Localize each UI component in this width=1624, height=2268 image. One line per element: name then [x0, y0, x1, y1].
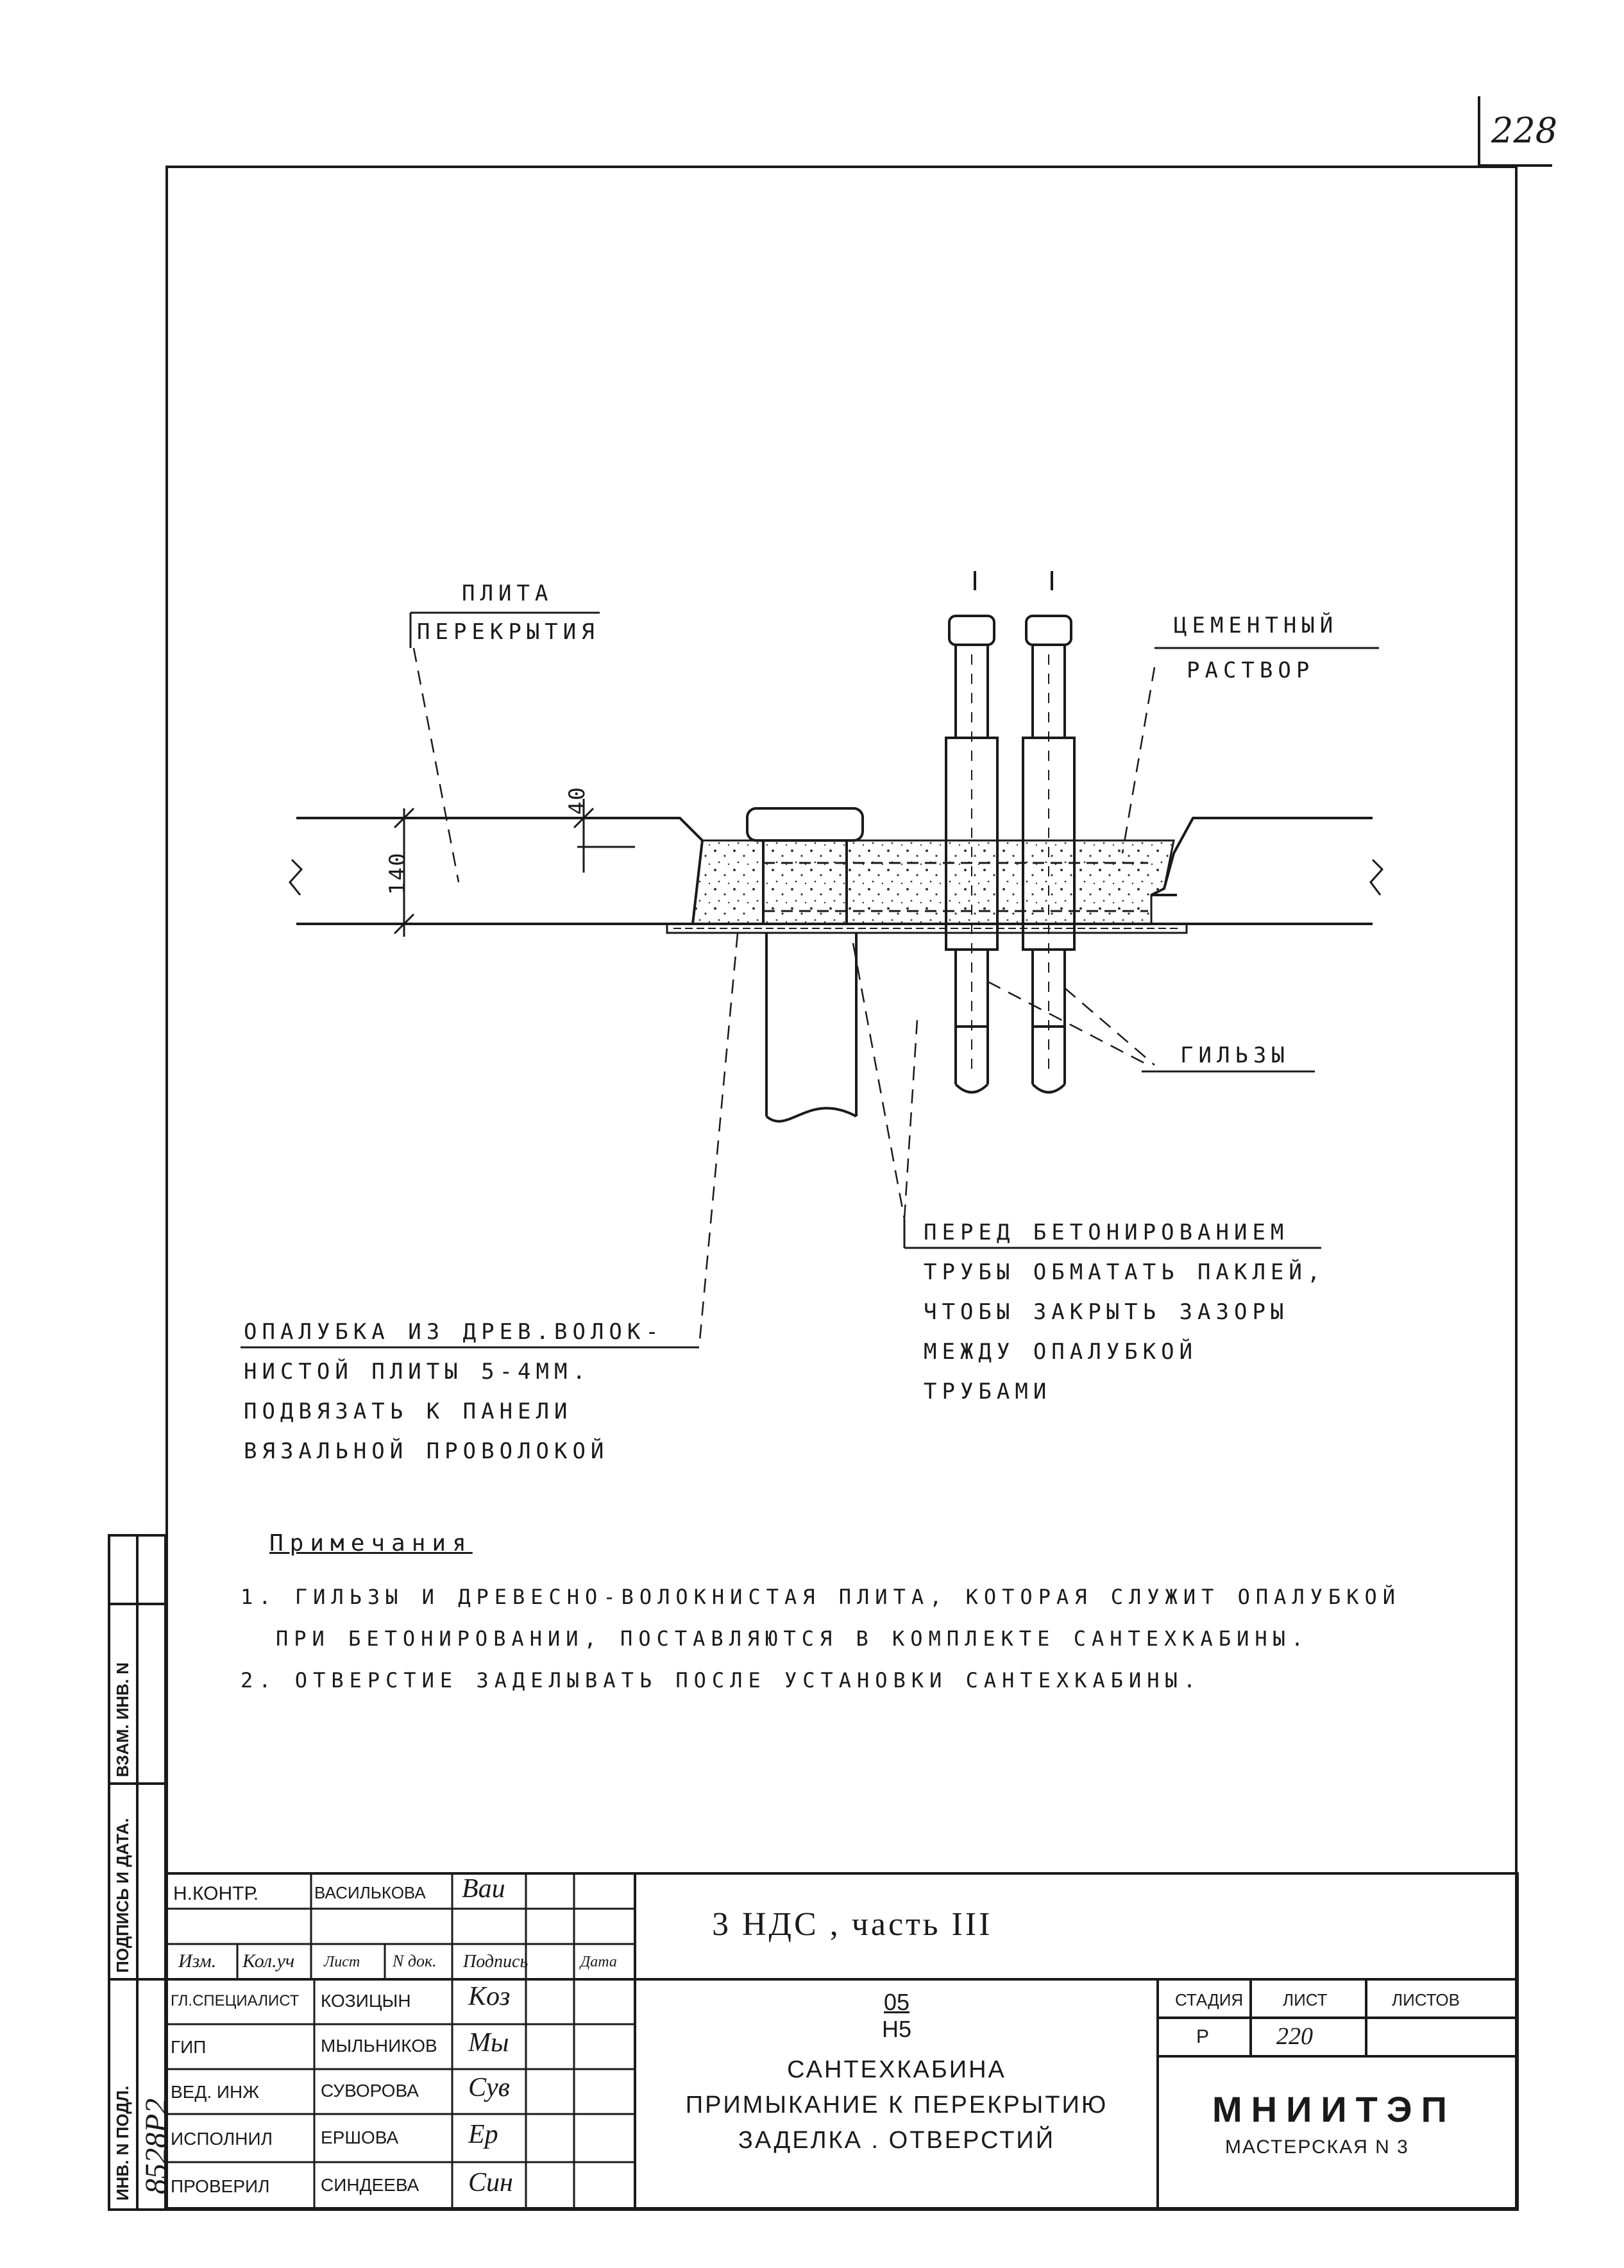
- break-marks: [289, 858, 1384, 896]
- callout-formwork: ОПАЛУБКА ИЗ ДРЕВ.ВОЛОК- НИСТОЙ ПЛИТЫ 5-4…: [244, 1312, 664, 1471]
- row-signature: Сув: [468, 2073, 510, 2102]
- callout-formwork-line: ВЯЗАЛЬНОЙ ПРОВОЛОКОЙ: [244, 1438, 609, 1464]
- row-name: МЫЛЬНИКОВ: [321, 2036, 437, 2056]
- sheet-value: 220: [1276, 2023, 1313, 2050]
- stage-value: Р: [1196, 2026, 1210, 2047]
- fraction-top: 05: [883, 1989, 910, 2015]
- callout-wrap-line: МЕЖДУ ОПАЛУБКОЙ: [924, 1339, 1198, 1365]
- row-role: ВЕД. ИНЖ: [171, 2082, 260, 2102]
- n-kontr-label: Н.КОНТР.: [173, 1883, 259, 1904]
- row-name: СУВОРОВА: [321, 2081, 419, 2101]
- callout-wrap-line: ЧТОБЫ ЗАКРЫТЬ ЗАЗОРЫ: [924, 1299, 1289, 1325]
- row-signature: Син: [468, 2168, 513, 2197]
- row-signature: Мы: [468, 2028, 509, 2058]
- row-role: ГИП: [171, 2037, 207, 2057]
- notes-heading: Примечания: [269, 1530, 473, 1556]
- fraction-bottom: Н5: [881, 2016, 912, 2042]
- row-role: ГЛ.СПЕЦИАЛИСТ: [171, 1992, 300, 2009]
- title-line: ПРИМЫКАНИЕ К ПЕРЕКРЫТИЮ: [685, 2092, 1108, 2119]
- row-name: КОЗИЦЫН: [321, 1991, 411, 2011]
- header-izm: Изм.: [178, 1950, 217, 1972]
- header-list: Лист: [324, 1954, 360, 1970]
- callout-wrap: ПЕРЕД БЕТОНИРОВАНИЕМ ТРУБЫ ОБМАТАТЬ ПАКЛ…: [924, 1213, 1325, 1411]
- stage-label: СТАДИЯ: [1175, 1990, 1244, 2009]
- org-sub: МАСТЕРСКАЯ N 3: [1225, 2136, 1409, 2158]
- row-role: ИСПОЛНИЛ: [171, 2129, 273, 2149]
- callout-shelves: [241, 611, 1379, 1349]
- callout-formwork-line: ОПАЛУБКА ИЗ ДРЕВ.ВОЛОК-: [244, 1319, 664, 1345]
- title-line: ЗАДЕЛКА . ОТВЕРСТИЙ: [738, 2127, 1056, 2154]
- doc-code: 3 НДС , часть III: [712, 1906, 993, 1943]
- drain-pipe: [746, 807, 864, 1123]
- row-name: ЕРШОВА: [321, 2127, 399, 2147]
- row-signature: Koз: [468, 1982, 511, 2011]
- row-signature: Ер: [468, 2120, 498, 2149]
- header-podpis: Подпись: [463, 1952, 529, 1972]
- row-role: ПРОВЕРИЛ: [171, 2176, 270, 2196]
- fraction: 05 Н5: [635, 1989, 1158, 2043]
- note-item: 2. ОТВЕРСТИЕ ЗАДЕЛЫВАТЬ ПОСЛЕ УСТАНОВКИ …: [241, 1668, 1202, 1692]
- title-line: САНТЕХКАБИНА: [787, 2056, 1006, 2083]
- callout-wrap-line: ПЕРЕД БЕТОНИРОВАНИЕМ: [924, 1220, 1289, 1245]
- dimension-lines: [393, 799, 635, 937]
- note-item: 1. ГИЛЬЗЫ И ДРЕВЕСНО-ВОЛОКНИСТАЯ ПЛИТА, …: [241, 1585, 1401, 1609]
- sheet-label: ЛИСТ: [1283, 1990, 1328, 2009]
- callout-wrap-line: ТРУБАМИ: [924, 1379, 1052, 1404]
- callout-wrap-line: ТРУБЫ ОБМАТАТЬ ПАКЛЕЙ,: [924, 1259, 1326, 1285]
- header-data: Дата: [580, 1954, 617, 1970]
- callout-plate-line1: ПЛИТА: [462, 581, 554, 606]
- callout-plate-line2: ПЕРЕКРЫТИЯ: [417, 619, 600, 645]
- org-name: МНИИТЭП: [1212, 2089, 1456, 2129]
- header-kol: Кол.уч: [242, 1950, 295, 1972]
- sheets-label: ЛИСТОВ: [1392, 1990, 1460, 2009]
- row-name: СИНДЕЕВА: [321, 2175, 419, 2195]
- n-kontr-name: ВАСИЛЬКОВА: [314, 1883, 426, 1902]
- n-kontr-signature: Bau: [462, 1874, 505, 1904]
- callout-formwork-line: НИСТОЙ ПЛИТЫ 5-4ММ.: [244, 1359, 591, 1385]
- note-item: ПРИ БЕТОНИРОВАНИИ, ПОСТАВЛЯЮТСЯ В КОМПЛЕ…: [276, 1626, 1310, 1651]
- callout-mortar-line1: ЦЕМЕНТНЫЙ: [1174, 613, 1339, 638]
- header-ndok: N док.: [393, 1952, 437, 1970]
- formwork-board: [666, 923, 1188, 934]
- callout-mortar-line2: РАСТВОР: [1187, 658, 1315, 683]
- leader-lines: [412, 647, 1156, 1348]
- water-pipes: [945, 571, 1076, 1094]
- callout-sleeves: ГИЛЬЗЫ: [1180, 1043, 1290, 1068]
- callout-formwork-line: ПОДВЯЗАТЬ К ПАНЕЛИ: [244, 1399, 573, 1424]
- page-number: 228: [1491, 110, 1558, 151]
